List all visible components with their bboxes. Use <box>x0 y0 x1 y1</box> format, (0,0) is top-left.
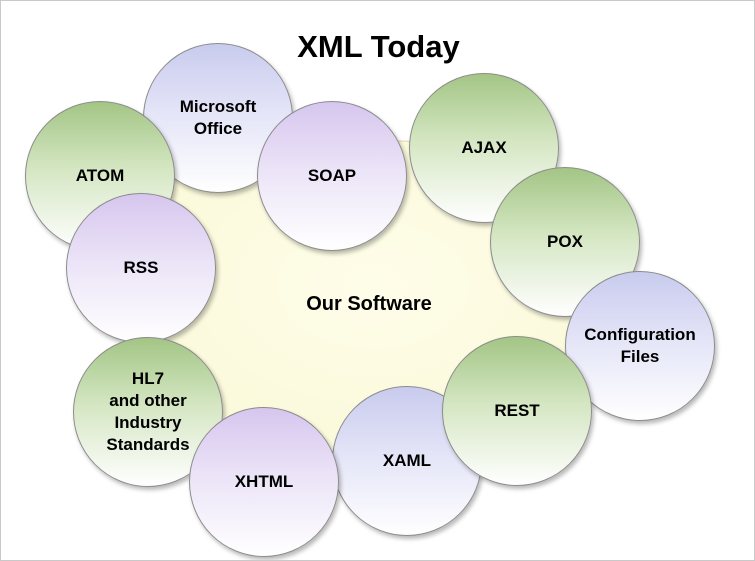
bubble-label: AJAX <box>461 138 507 157</box>
bubble-label: REST <box>494 401 540 420</box>
bubble-xhtml: XHTML <box>189 407 339 557</box>
bubble-rest: REST <box>442 336 592 486</box>
bubble-label: Microsoft Office <box>179 97 257 138</box>
bubble-soap: SOAP <box>257 101 407 251</box>
bubble-label: POX <box>547 232 583 251</box>
bubble-label: RSS <box>123 258 159 277</box>
diagram-title: XML Today <box>297 29 460 64</box>
bubble-label: ATOM <box>75 166 125 185</box>
bubble-label: XAML <box>382 451 432 470</box>
center-label: Our Software <box>306 293 432 315</box>
bubble-rss: RSS <box>66 193 216 343</box>
bubble-label: SOAP <box>307 166 357 185</box>
bubble-label: XHTML <box>234 472 294 491</box>
bubble-label: Configuration Files <box>584 325 696 366</box>
bubble-label: HL7 and other Industry Standards <box>106 369 190 454</box>
